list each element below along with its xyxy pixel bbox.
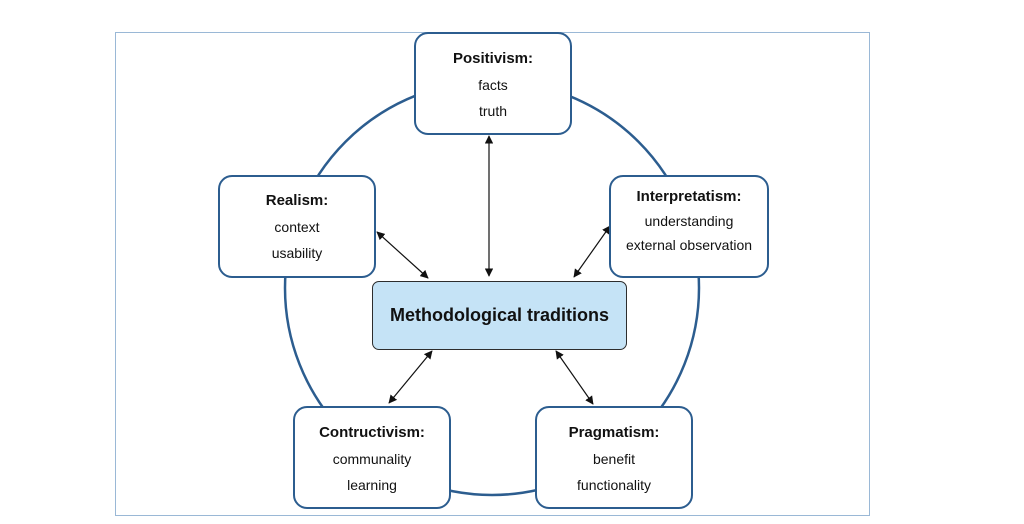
arrow-interpretatism	[573, 225, 611, 278]
node-pragmatism-title: Pragmatism:	[568, 424, 660, 441]
node-positivism-title: Positivism:	[452, 50, 534, 67]
node-interpretatism-title: Interpretatism:	[636, 188, 742, 205]
center-methodological-traditions: Methodological traditions	[372, 281, 627, 350]
center-label: Methodological traditions	[390, 305, 609, 325]
node-positivism-line-1: facts	[478, 77, 508, 93]
node-positivism-line-2: truth	[478, 103, 507, 119]
node-realism-line-2: usability	[271, 245, 323, 261]
node-positivism: Positivism: facts truth	[414, 32, 572, 135]
node-pragmatism-line-2: functionality	[577, 477, 651, 493]
node-contructivism: Contructivism: communality learning	[293, 406, 451, 509]
arrow-pragmatism	[555, 350, 594, 405]
arrow-contructivism	[388, 350, 433, 404]
node-contructivism-line-2: learning	[347, 477, 397, 493]
node-pragmatism-line-1: benefit	[592, 451, 636, 467]
node-realism: Realism: context usability	[218, 175, 376, 278]
node-interpretatism-line-2: external observation	[625, 237, 753, 253]
arrow-realism	[376, 231, 429, 279]
node-interpretatism-line-1: understanding	[644, 213, 734, 229]
node-contructivism-line-1: communality	[332, 451, 412, 467]
node-contructivism-title: Contructivism:	[319, 424, 425, 441]
node-pragmatism: Pragmatism: benefit functionality	[535, 406, 693, 509]
node-interpretatism: Interpretatism: understanding external o…	[609, 175, 769, 278]
node-realism-line-1: context	[274, 219, 320, 235]
node-realism-title: Realism:	[265, 192, 329, 209]
